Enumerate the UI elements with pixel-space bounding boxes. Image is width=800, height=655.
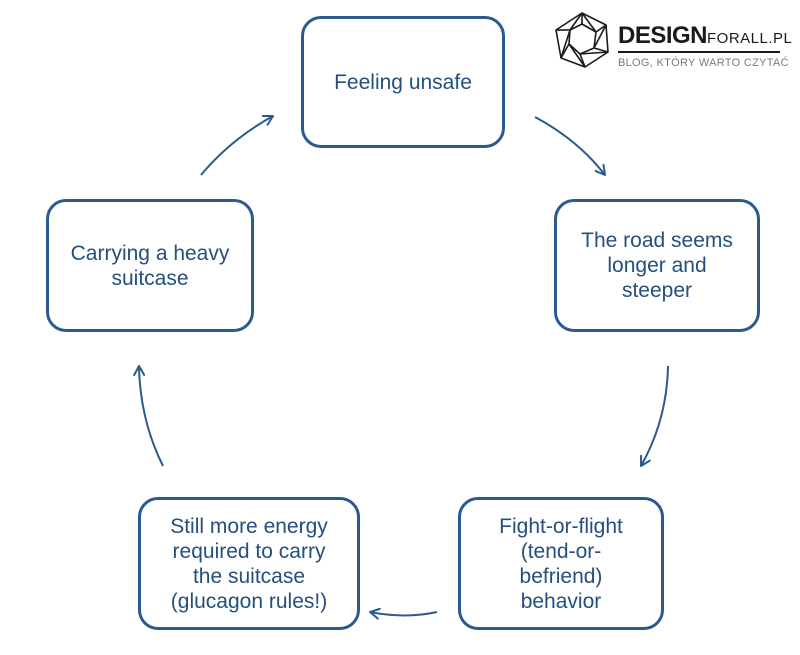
- geodesic-polyhedron-icon: [555, 12, 609, 68]
- arrow-fight-to-energy: [369, 607, 438, 620]
- node-fight-or-flight: Fight-or-flight (tend-or- befriend) beha…: [458, 497, 664, 630]
- arrow-unsafe-to-road: [534, 116, 606, 176]
- logo-wordmark: DESIGNFORALL.PL: [618, 22, 792, 50]
- node-label: Fight-or-flight (tend-or- befriend) beha…: [499, 514, 623, 613]
- logo-divider: [618, 51, 780, 53]
- node-label: Still more energy required to carry the …: [170, 514, 328, 613]
- node-heavy-suitcase: Carrying a heavy suitcase: [46, 199, 254, 332]
- node-label: Carrying a heavy suitcase: [70, 241, 230, 290]
- node-feeling-unsafe: Feeling unsafe: [301, 16, 505, 148]
- arrow-road-to-fight: [640, 365, 669, 467]
- node-more-energy: Still more energy required to carry the …: [138, 497, 360, 630]
- logo-brand-bold: DESIGN: [618, 22, 708, 49]
- logo-tagline: BLOG, KTÓRY WARTO CZYTAĆ: [618, 57, 789, 69]
- node-label: Feeling unsafe: [334, 70, 472, 94]
- logo-brand-light: FORALL.PL: [707, 30, 793, 47]
- site-logo[interactable]: DESIGNFORALL.PL BLOG, KTÓRY WARTO CZYTAĆ: [552, 10, 792, 80]
- arrow-energy-to-suitcase: [133, 365, 164, 467]
- node-road-longer: The road seems longer and steeper: [554, 199, 760, 332]
- arrow-suitcase-to-unsafe: [200, 115, 274, 176]
- node-label: The road seems longer and steeper: [581, 229, 733, 302]
